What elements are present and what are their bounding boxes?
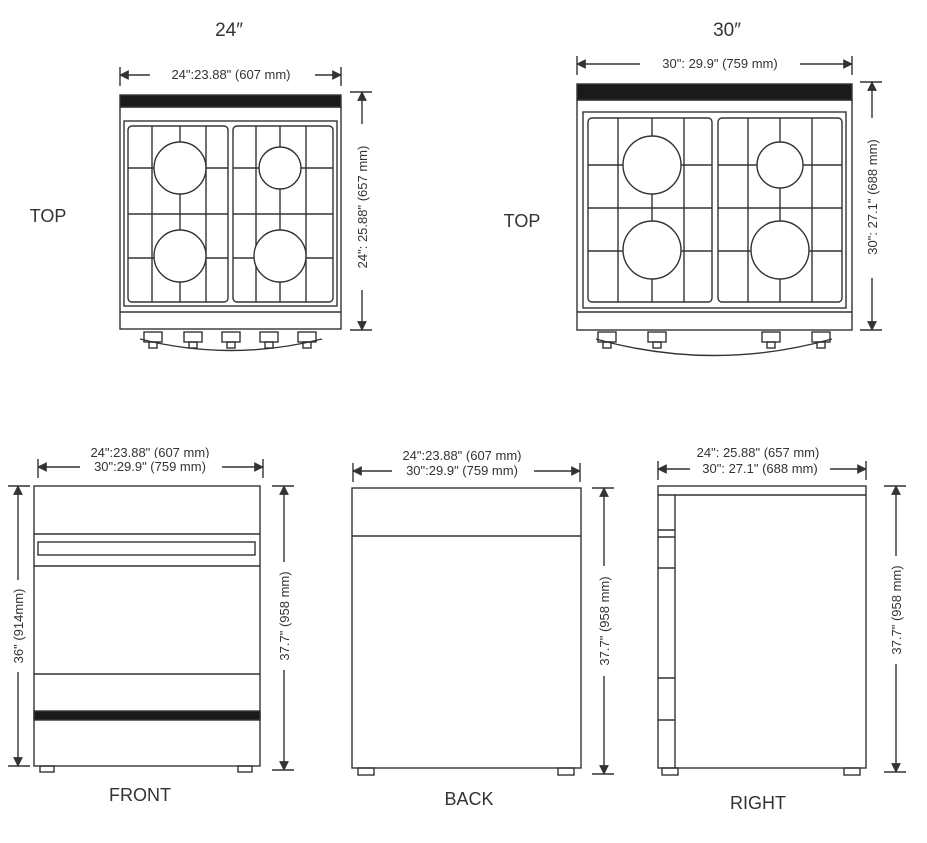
top-30-burner-4 bbox=[750, 220, 810, 280]
back-height-dim: 37.7" (958 mm) bbox=[597, 576, 612, 665]
top-24-cooktop bbox=[119, 106, 342, 330]
top-30-width-dim: 30": 29.9" (759 mm) bbox=[662, 56, 777, 71]
front-view-label: FRONT bbox=[109, 785, 171, 805]
top-30-backguard bbox=[576, 83, 853, 101]
back-width-dim-30: 30":29.9" (759 mm) bbox=[406, 463, 518, 478]
front-width-dim-24: 24":23.88" (607 mm) bbox=[90, 445, 209, 460]
top-view-30: TOP 30": 29.9" (759 mm) bbox=[504, 53, 882, 357]
top-24-burner-3 bbox=[153, 229, 207, 283]
front-kick-strip bbox=[33, 710, 261, 721]
top-30-cooktop bbox=[576, 99, 853, 331]
right-width-dim-24: 24": 25.88" (657 mm) bbox=[697, 445, 820, 460]
right-width-dim-30: 30": 27.1" (688 mm) bbox=[702, 461, 817, 476]
front-body bbox=[33, 485, 261, 767]
top-24-burner-1 bbox=[153, 141, 207, 195]
front-height-dim-left: 36" (914mm) bbox=[11, 589, 26, 664]
right-view-label: RIGHT bbox=[730, 793, 786, 813]
top-30-burner-1 bbox=[622, 135, 682, 195]
top-30-grate-left bbox=[587, 117, 713, 303]
front-door-handle bbox=[37, 541, 256, 556]
back-view-label: BACK bbox=[444, 789, 493, 809]
front-width-dim-30: 30":29.9" (759 mm) bbox=[94, 459, 206, 474]
top-view-24: TOP 24":23.88" (607 mm) bbox=[30, 64, 372, 352]
top-30-burner-3 bbox=[622, 220, 682, 280]
top-30-knobs bbox=[597, 331, 831, 349]
back-body bbox=[351, 487, 582, 769]
top-24-depth-dim: 24": 25.88" (657 mm) bbox=[355, 146, 370, 269]
top-30-burner-2 bbox=[756, 141, 804, 189]
back-width-dim-24: 24":23.88" (607 mm) bbox=[402, 448, 521, 463]
size-label-30: 30″ bbox=[713, 20, 741, 41]
back-view: 24":23.88" (607 mm) 30":29.9" (759 mm) 3… bbox=[351, 448, 614, 809]
top-30-depth-dim: 30": 27.1" (688 mm) bbox=[865, 139, 880, 254]
front-view: 24":23.88" (607 mm) 30":29.9" (759 mm) 3… bbox=[8, 445, 294, 805]
right-height-dim: 37.7" (958 mm) bbox=[889, 565, 904, 654]
front-height-dim-right: 37.7" (958 mm) bbox=[277, 571, 292, 660]
top-view-24-label: TOP bbox=[30, 206, 67, 226]
top-24-burner-2 bbox=[258, 146, 302, 190]
top-24-width-dim: 24":23.88" (607 mm) bbox=[171, 67, 290, 82]
size-label-24: 24″ bbox=[215, 20, 243, 41]
right-view: 24": 25.88" (657 mm) 30": 27.1" (688 mm)… bbox=[657, 445, 906, 813]
right-body bbox=[657, 485, 867, 769]
top-24-burner-4 bbox=[253, 229, 307, 283]
top-view-30-label: TOP bbox=[504, 211, 541, 231]
top-24-backguard bbox=[119, 94, 342, 108]
